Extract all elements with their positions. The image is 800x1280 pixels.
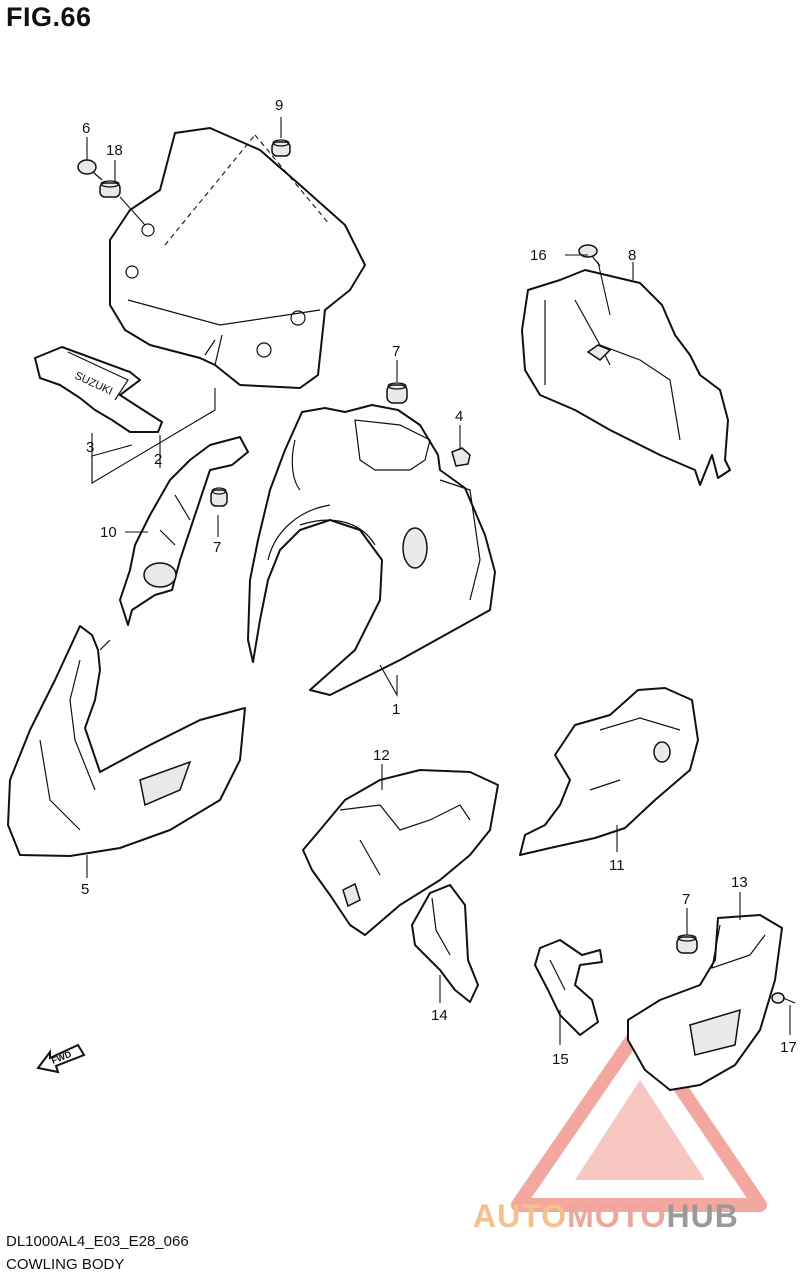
callout-13: 13 (731, 874, 748, 891)
callout-2: 2 (154, 451, 162, 468)
screw-17 (771, 992, 796, 1004)
figure-caption: COWLING BODY (6, 1256, 125, 1273)
watermark-moto: MOTO (567, 1198, 667, 1234)
callout-9: 9 (275, 97, 283, 114)
inner-bracket (119, 436, 249, 626)
small-side-cover (411, 884, 479, 1003)
side-cover-right (627, 914, 783, 1091)
grommet-7-top (386, 382, 408, 404)
inner-panel-right (521, 269, 731, 486)
callout-4: 4 (455, 408, 463, 425)
cowling-body (247, 404, 496, 696)
washer-18 (99, 180, 121, 198)
fwd-arrow-icon: FWD (36, 1043, 86, 1074)
decal-panel: SUZUKI (34, 346, 163, 433)
callout-5: 5 (81, 881, 89, 898)
leader-lines (86, 117, 791, 1045)
watermark-text: AUTOMOTOHUB (473, 1198, 739, 1235)
callout-14: 14 (431, 1007, 448, 1024)
watermark-auto: AUTO (473, 1198, 568, 1234)
callout-10: 10 (100, 524, 117, 541)
grommet-7-left (210, 487, 228, 507)
lower-inner-panel (302, 769, 499, 936)
grommet-7-lower (676, 934, 698, 954)
callout-17: 17 (780, 1039, 797, 1056)
callout-15: 15 (552, 1051, 569, 1068)
grommet-9 (271, 139, 291, 157)
watermark-hub: HUB (666, 1198, 739, 1234)
windscreen (109, 127, 366, 389)
mount-bracket (534, 939, 603, 1036)
callout-7-left: 7 (213, 539, 221, 556)
screw-16 (578, 244, 601, 267)
figure-title: FIG.66 (6, 2, 92, 32)
callout-7-lower: 7 (682, 891, 690, 908)
watermark-logo-icon (511, 1021, 767, 1212)
model-code: DL1000AL4_E03_E28_066 (6, 1233, 189, 1250)
callout-6: 6 (82, 120, 90, 137)
front-nose-cowl (7, 625, 246, 857)
callout-3: 3 (86, 439, 94, 456)
callout-12: 12 (373, 747, 390, 764)
screw-6 (77, 159, 103, 181)
clip-4 (451, 447, 471, 467)
callout-labels: 9 6 18 7 4 3 2 10 7 1 16 8 5 12 11 14 15… (81, 97, 797, 1068)
callout-7-top: 7 (392, 343, 400, 360)
callout-11: 11 (609, 857, 625, 874)
callout-8: 8 (628, 247, 636, 264)
callout-18: 18 (106, 142, 123, 159)
callout-1: 1 (392, 701, 400, 718)
callout-16: 16 (530, 247, 547, 264)
right-lower-inner (519, 687, 699, 856)
